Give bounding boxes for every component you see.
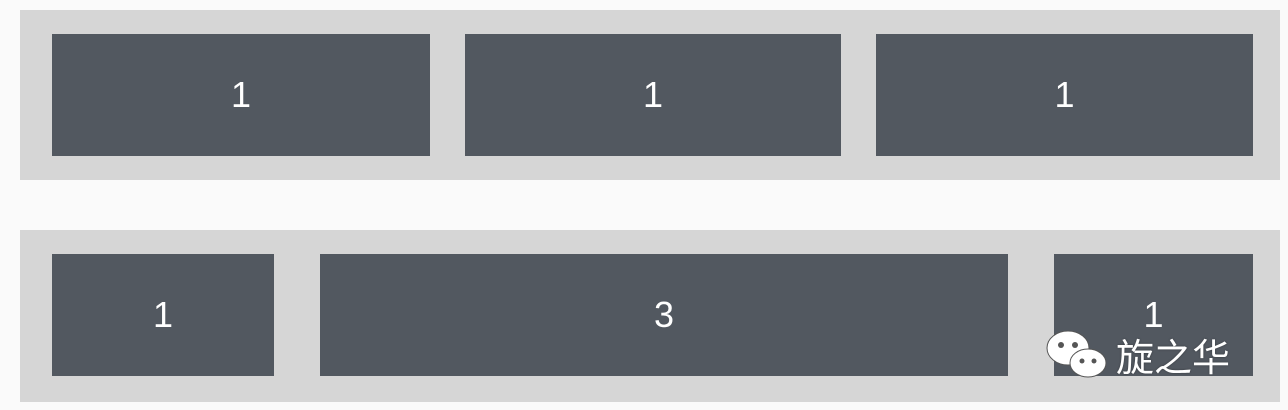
flex-container-equal: 1 1 1 — [20, 10, 1280, 180]
flex-item-3: 1 — [876, 34, 1253, 156]
flex-item-1: 1 — [52, 34, 430, 156]
flex-item-2: 3 — [320, 254, 1008, 376]
watermark: 旋之华 — [1044, 326, 1230, 382]
watermark-text: 旋之华 — [1116, 335, 1231, 380]
wechat-icon — [1046, 330, 1107, 378]
flex-container-weighted: 1 3 1 — [20, 230, 1280, 402]
flex-item-2: 1 — [465, 34, 841, 156]
flex-item-1: 1 — [52, 254, 274, 376]
